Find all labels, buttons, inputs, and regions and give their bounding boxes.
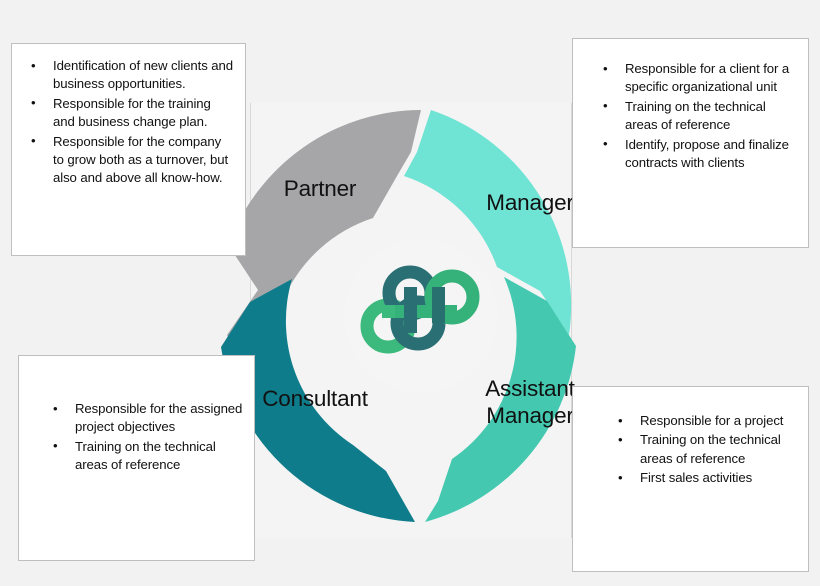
bullet-icon: • bbox=[618, 469, 623, 485]
callout-partner: • Identification of new clients and busin… bbox=[11, 43, 246, 256]
bullet-icon: • bbox=[53, 438, 58, 454]
callout-bullet-item: • Responsible for the company to grow bot… bbox=[25, 133, 235, 188]
callout-bullet-text: Identification of new clients and busine… bbox=[53, 58, 233, 92]
callout-bullet-text: Responsible for a client for a specific … bbox=[625, 61, 790, 95]
bullet-icon: • bbox=[603, 60, 608, 76]
callout-bullet-text: First sales activities bbox=[640, 470, 753, 486]
bullet-icon: • bbox=[31, 95, 36, 111]
callout-partner-list: • Identification of new clients and busin… bbox=[25, 57, 235, 188]
callout-bullet-text: Responsible for a project bbox=[640, 413, 784, 428]
bullet-icon: • bbox=[53, 400, 58, 416]
wheel-label-assistant-manager: Assistant Manager bbox=[444, 375, 616, 429]
callout-consultant-list: • Responsible for the assigned project ob… bbox=[47, 400, 244, 475]
callout-bullet-item: • Responsible for the training and busine… bbox=[25, 95, 235, 132]
bullet-icon: • bbox=[618, 412, 623, 428]
callout-bullet-text: Identify, propose and finalize contracts… bbox=[625, 136, 789, 171]
wheel-segment-partner[interactable] bbox=[227, 110, 421, 337]
callout-bullet-text: Responsible for the assigned project obj… bbox=[75, 401, 243, 435]
callout-bullet-item: • Responsible for the assigned project ob… bbox=[47, 400, 244, 437]
callout-bullet-item: • First sales activities bbox=[612, 469, 798, 487]
wheel-segment-consultant[interactable] bbox=[221, 279, 415, 522]
callout-bullet-text: Responsible for the training and busines… bbox=[53, 95, 211, 130]
wheel-segment-assistant-manager[interactable] bbox=[425, 277, 576, 522]
wheel-label-assistant-manager-line2: Manager bbox=[486, 403, 574, 428]
callout-bullet-text: Training on the technical areas of refer… bbox=[75, 438, 216, 473]
callout-manager: • Responsible for a client for a specific… bbox=[572, 38, 809, 248]
callout-bullet-item: • Training on the technical areas of refe… bbox=[612, 431, 798, 468]
callout-consultant: • Responsible for the assigned project ob… bbox=[18, 355, 255, 561]
wheel-label-manager: Manager bbox=[486, 190, 574, 215]
bullet-icon: • bbox=[31, 57, 36, 73]
callout-assistant-manager-list: • Responsible for a project • Training on t… bbox=[612, 412, 798, 488]
wheel-label-partner: Partner bbox=[283, 176, 357, 201]
callout-bullet-item: • Training on the technical areas of refe… bbox=[597, 98, 798, 135]
wheel-label-consultant: Consultant bbox=[262, 386, 368, 411]
wheel-label-assistant-manager-line1: Assistant bbox=[485, 376, 575, 401]
callout-bullet-text: Training on the technical areas of refer… bbox=[640, 432, 781, 466]
bullet-icon: • bbox=[603, 98, 608, 114]
callout-bullet-item: • Responsible for a client for a specific… bbox=[597, 60, 798, 97]
callout-bullet-item: • Identification of new clients and busin… bbox=[25, 57, 235, 94]
bullet-icon: • bbox=[618, 431, 623, 447]
wheel-segment-manager[interactable] bbox=[404, 110, 572, 335]
callout-bullet-text: Responsible for the company to grow both… bbox=[53, 133, 229, 186]
callout-bullet-item: • Identify, propose and finalize contract… bbox=[597, 136, 798, 173]
bullet-icon: • bbox=[31, 133, 36, 149]
callout-bullet-item: • Responsible for a project bbox=[612, 412, 798, 430]
callout-manager-list: • Responsible for a client for a specific… bbox=[597, 60, 798, 172]
callout-assistant-manager: • Responsible for a project • Training on t… bbox=[572, 386, 809, 572]
callout-bullet-text: Training on the technical areas of refer… bbox=[625, 98, 766, 133]
callout-bullet-item: • Training on the technical areas of refe… bbox=[47, 438, 244, 475]
interlocking-loops-logo bbox=[360, 265, 480, 354]
bullet-icon: • bbox=[603, 136, 608, 152]
